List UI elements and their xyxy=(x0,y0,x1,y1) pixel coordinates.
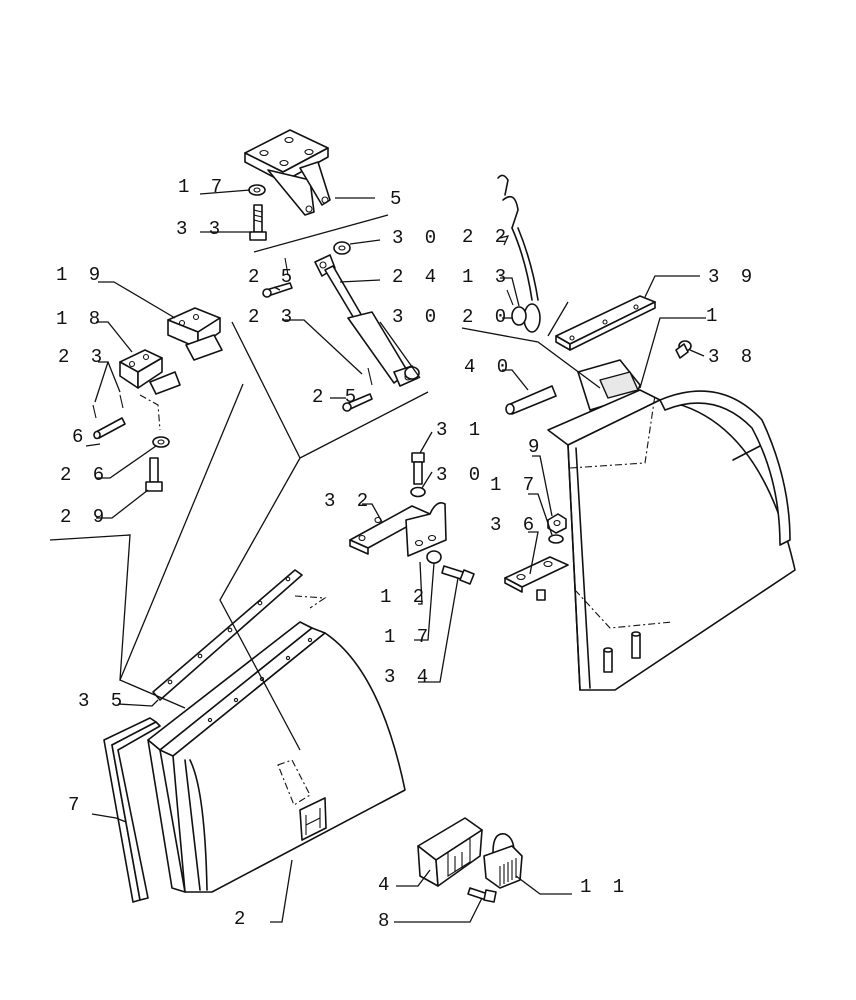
callout-9: 9 xyxy=(528,436,544,458)
bolt-34 xyxy=(441,565,475,585)
callout-32: 3 2 xyxy=(324,490,373,512)
callout-40: 4 0 xyxy=(464,356,513,378)
callout-24: 2 4 xyxy=(392,266,441,288)
leader-lines xyxy=(85,189,706,923)
callout-25-upper: 2 5 xyxy=(248,266,297,288)
screw-38 xyxy=(675,340,692,359)
door-panel-2 xyxy=(147,595,406,893)
callout-34: 3 4 xyxy=(384,666,433,688)
lock-plate-4 xyxy=(417,817,483,887)
washer-17-right xyxy=(548,534,564,544)
bolt-31 xyxy=(411,452,425,485)
callout-18: 1 8 xyxy=(56,308,105,330)
latch-receiver xyxy=(277,759,327,841)
ring-20 xyxy=(511,306,527,326)
side-panel-1 xyxy=(547,359,796,691)
callout-17-right: 1 7 xyxy=(490,474,539,496)
callout-36: 3 6 xyxy=(490,514,539,536)
callout-23-left: 2 3 xyxy=(58,346,107,368)
pin-6 xyxy=(93,417,126,440)
hinge-19 xyxy=(167,307,223,361)
pin-23-a xyxy=(92,404,97,419)
pin-25-lower xyxy=(342,367,373,412)
callout-26: 2 6 xyxy=(60,464,109,486)
hinge-18 xyxy=(119,349,181,395)
callout-12: 1 2 xyxy=(380,586,429,608)
callout-5: 5 xyxy=(390,188,406,210)
stud-upper xyxy=(631,631,641,659)
plate-39 xyxy=(555,295,656,351)
bolt-29 xyxy=(145,457,163,492)
stud-lower xyxy=(603,647,613,673)
dash-hinge-18-to-bolt xyxy=(139,394,161,431)
pin-13 xyxy=(506,289,514,306)
strap-22 xyxy=(497,174,541,333)
callout-29: 2 9 xyxy=(60,506,109,528)
callout-20: 2 0 xyxy=(462,306,511,328)
nut-9 xyxy=(547,513,567,534)
callout-17-top: 1 7 xyxy=(178,176,227,198)
callout-35: 3 5 xyxy=(78,690,127,712)
seal-7 xyxy=(103,717,161,903)
washer-30-upper xyxy=(333,241,351,255)
callout-39: 3 9 xyxy=(708,266,757,288)
gas-spring-24 xyxy=(314,254,419,387)
hinge-bracket-top xyxy=(244,129,331,216)
hinge-strip-35 xyxy=(152,569,303,701)
callout-33: 3 3 xyxy=(176,218,225,240)
bolt-8 xyxy=(467,887,497,903)
callout-30-upper: 3 0 xyxy=(392,227,441,249)
washer-17-top xyxy=(248,184,266,196)
washer-26 xyxy=(152,436,170,448)
washer-30-center xyxy=(410,486,426,498)
padlock-11 xyxy=(483,833,523,889)
callout-19: 1 9 xyxy=(56,264,105,286)
callout-4: 4 xyxy=(378,874,394,896)
callout-30-center: 3 0 xyxy=(436,464,485,486)
callout-2: 2 xyxy=(234,908,250,930)
callout-38: 3 8 xyxy=(708,346,757,368)
tube-40 xyxy=(505,385,557,415)
washer-17-center xyxy=(426,550,442,564)
bolt-33 xyxy=(249,204,267,241)
callout-6: 6 xyxy=(72,426,88,448)
bracket-36 xyxy=(504,556,569,601)
pin-23-b xyxy=(119,394,124,409)
bracket-32 xyxy=(349,502,447,557)
callout-1: 1 xyxy=(706,305,722,327)
callout-25-lower: 2 5 xyxy=(312,386,361,408)
callout-31: 3 1 xyxy=(436,419,485,441)
callout-22: 2 2 xyxy=(462,226,511,248)
section-lines xyxy=(49,214,601,751)
callout-11: 1 1 xyxy=(580,876,629,898)
callout-30-lower: 3 0 xyxy=(392,306,441,328)
callout-7: 7 xyxy=(68,794,84,816)
callout-13: 1 3 xyxy=(462,266,511,288)
callout-8: 8 xyxy=(378,910,394,932)
callout-23-upper: 2 3 xyxy=(248,306,297,328)
callout-17-center: 1 7 xyxy=(384,626,433,648)
